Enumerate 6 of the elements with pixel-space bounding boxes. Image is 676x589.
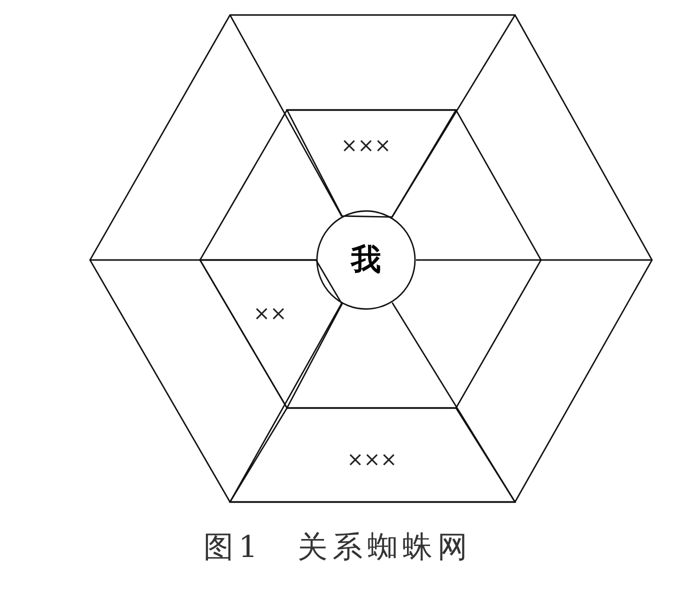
- center-label: 我: [351, 242, 381, 280]
- center-circle: [316, 210, 416, 310]
- cell-label: ×××: [340, 133, 392, 157]
- cell-label: ×××: [346, 447, 398, 471]
- figure-caption: 图1 关系蜘蛛网: [202, 529, 474, 567]
- cell-label: ××: [253, 301, 287, 325]
